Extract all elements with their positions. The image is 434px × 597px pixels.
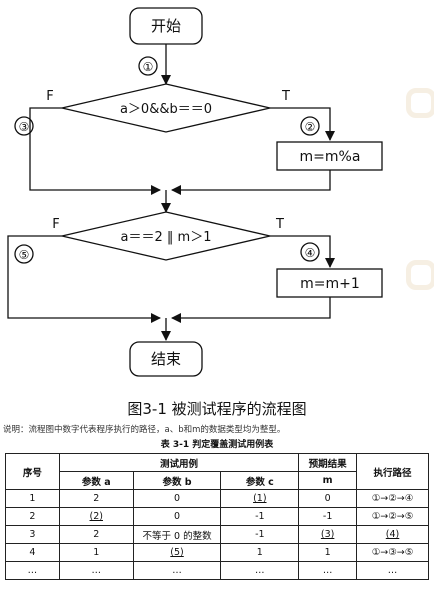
- end-terminal: [129, 341, 203, 377]
- cell-c: …: [220, 561, 300, 580]
- cell-a-blank: (2): [58, 507, 134, 526]
- process-1: [276, 141, 383, 171]
- cell-path-blank: (4): [356, 525, 429, 544]
- cell-b: …: [132, 561, 222, 580]
- branch-true-label-1: T: [281, 89, 290, 104]
- cell-path: ①→③→⑤: [356, 543, 429, 562]
- header-path: 执行路径: [356, 453, 429, 490]
- decision-1-label: a＞0&&b＝＝0: [120, 102, 212, 117]
- branch-false-label-1: F: [46, 89, 53, 104]
- cell-path: …: [356, 561, 429, 580]
- watermark-mark: [406, 88, 434, 118]
- cell-c-blank: (1): [220, 489, 300, 508]
- decision-2: [61, 211, 271, 261]
- process-2: [276, 268, 383, 298]
- cell-seq: 4: [5, 543, 60, 562]
- cell-m: …: [298, 561, 358, 580]
- marker-circle-3: [14, 116, 34, 136]
- marker-1: ①: [143, 60, 154, 74]
- cell-seq: 1: [5, 489, 60, 508]
- cell-c: -1: [220, 507, 300, 526]
- flow-line: [270, 107, 335, 141]
- header-param-c: 参数 c: [220, 471, 300, 490]
- marker-3: ③: [19, 120, 30, 134]
- test-case-table: 序号 测试用例 预期结果 执行路径 参数 a 参数 b 参数 c m 1 2 0…: [5, 453, 429, 580]
- cell-c: 1: [220, 543, 300, 562]
- flow-line: [171, 297, 331, 323]
- marker-circle-5: [14, 244, 34, 264]
- cell-seq: …: [5, 561, 60, 580]
- marker-circle-4: [300, 242, 320, 262]
- branch-false-label-2: F: [52, 217, 59, 232]
- cell-m: 0: [298, 489, 358, 508]
- cell-m: -1: [298, 507, 358, 526]
- branch-true-label-2: T: [275, 217, 284, 232]
- table-row: 1 2 0 (1) 0 ①→②→④: [5, 489, 429, 508]
- figure-note: 说明：流程图中数字代表程序执行的路径，a、b和m的数据类型均为整型。: [3, 425, 286, 435]
- header-param-b: 参数 b: [132, 471, 222, 490]
- header-seq: 序号: [5, 453, 60, 490]
- table-row: 2 (2) 0 -1 -1 ①→②→⑤: [5, 507, 429, 526]
- header-expected: 预期结果: [298, 453, 358, 472]
- cell-c: -1: [220, 525, 300, 544]
- cell-a: 2: [58, 489, 134, 508]
- flow-line: [171, 170, 331, 195]
- figure-caption: 图3-1 被测试程序的流程图: [127, 400, 307, 418]
- cell-path: ①→②→⑤: [356, 507, 429, 526]
- marker-4: ④: [305, 246, 316, 260]
- decision-2-label: a＝＝2 ‖ m＞1: [121, 230, 212, 245]
- cell-b: 0: [132, 489, 222, 508]
- marker-circle-1: [138, 56, 158, 76]
- flowchart: 开始 a＞0&&b＝＝0 m=m%a a＝＝2 ‖ m＞1 m=m+1 结束 F…: [7, 7, 383, 377]
- header-test-case: 测试用例: [58, 453, 300, 472]
- flow-line: [29, 107, 161, 195]
- start-label: 开始: [151, 17, 181, 35]
- cell-a: 1: [58, 543, 134, 562]
- cell-seq: 3: [5, 525, 60, 544]
- flow-line: [270, 235, 335, 268]
- table-row: 4 1 (5) 1 1 ①→③→⑤: [5, 543, 429, 562]
- cell-a: …: [58, 561, 134, 580]
- cell-b: 0: [132, 507, 222, 526]
- cell-path: ①→②→④: [356, 489, 429, 508]
- marker-2: ②: [305, 120, 316, 134]
- cell-seq: 2: [5, 507, 60, 526]
- table-row: 3 2 不等于 0 的整数 -1 (3) (4): [5, 525, 429, 544]
- cell-a: 2: [58, 525, 134, 544]
- cell-b-blank: (5): [132, 543, 222, 562]
- cell-m: 1: [298, 543, 358, 562]
- decision-1: [61, 83, 271, 133]
- header-m: m: [298, 471, 358, 490]
- cell-b: 不等于 0 的整数: [132, 525, 222, 544]
- process-1-label: m=m%a: [300, 149, 361, 165]
- process-2-label: m=m+1: [300, 276, 360, 292]
- table-title: 表 3-1 判定覆盖测试用例表: [160, 440, 274, 450]
- marker-circle-2: [300, 116, 320, 136]
- table-row: … … … … … …: [5, 561, 429, 580]
- marker-5: ⑤: [19, 248, 30, 262]
- watermark-mark: [406, 260, 434, 290]
- cell-m-blank: (3): [298, 525, 358, 544]
- flow-line: [7, 235, 161, 323]
- end-label: 结束: [151, 350, 181, 368]
- header-param-a: 参数 a: [58, 471, 134, 490]
